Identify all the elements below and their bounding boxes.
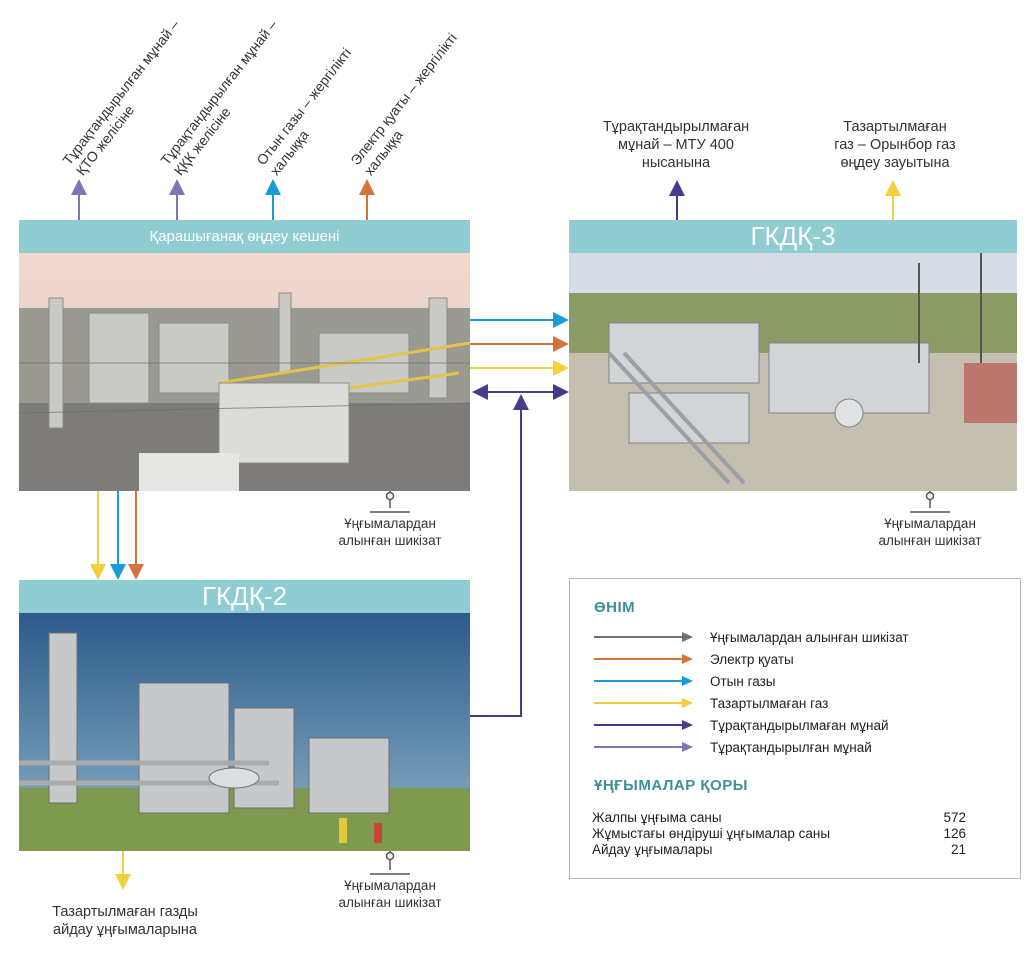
wells-title: ҰҢҒЫМАЛАР ҚОРЫ: [594, 777, 748, 794]
legend-arrow-icon: [594, 632, 693, 642]
legend-item: Отын газы: [594, 671, 775, 691]
legend-arrow-icon: [594, 698, 693, 708]
legend-item: Тазартылмаған газ: [594, 693, 828, 713]
kpc-output-label-electricity: Электр қуаты – жергілікті халыққа: [347, 29, 460, 179]
wells-row-value: 21: [950, 842, 966, 857]
ukpg3-title: ГКДҚ-3: [750, 221, 836, 251]
legend-title: ӨНІМ: [594, 599, 636, 616]
wells-row-injection: Айдау ұңғымалары 21: [592, 842, 966, 858]
ukpg2-title: ГКДҚ-2: [201, 581, 288, 611]
ukpg3-output-label-raw-gas: Тазартылмаған газ – Орынбор газ өңдеу за…: [834, 119, 956, 171]
kpc-title: Қарашығанақ өңдеу кешені: [149, 228, 340, 245]
legend-item: Тұрақтандырылмаған мұнай: [594, 715, 889, 735]
ukpg2-output-label: Тазартылмаған газды айдау ұңғымаларына: [52, 904, 198, 938]
legend-item-label: Отын газы: [710, 673, 776, 689]
kpc-photo: [19, 253, 470, 491]
ukpg2-photo: [19, 613, 470, 851]
legend-arrow-icon: [594, 742, 693, 752]
wells-row-total: Жалпы ұңғыма саны 572: [592, 810, 966, 826]
legend-item-label: Электр қуаты: [710, 651, 794, 667]
ukpg3-photo: [569, 253, 1017, 491]
ukpg2-header: ГКДҚ-2: [19, 580, 470, 613]
kpc-source-connector: [370, 491, 410, 513]
wells-row-value: 126: [943, 826, 966, 841]
legend-item-label: Тазартылмаған газ: [710, 695, 829, 711]
legend-item-label: Тұрақтандырылған мұнай: [710, 739, 872, 755]
legend-item-label: Тұрақтандырылмаған мұнай: [710, 717, 889, 733]
ukpg3-source-connector: [910, 491, 950, 513]
kpc-source-label: Ұңғымалардан алынған шикізат: [338, 516, 442, 548]
wells-row-label: Айдау ұңғымалары: [592, 842, 713, 857]
wells-row-label: Жұмыстағы өндіруші ұңғымалар саны: [592, 826, 831, 841]
legend-item: Тұрақтандырылған мұнай: [594, 737, 872, 757]
legend-arrow-icon: [594, 676, 693, 686]
legend-item: Ұңғымалардан алынған шикізат: [594, 627, 909, 647]
legend-arrow-icon: [594, 654, 693, 664]
ukpg2-source-connector: [370, 851, 410, 875]
legend-arrow-icon: [594, 720, 693, 730]
wells-row-label: Жалпы ұңғыма саны: [592, 810, 722, 825]
legend-item: Электр қуаты: [594, 649, 794, 669]
kpc-header: Қарашығанақ өңдеу кешені: [19, 220, 470, 253]
wells-row-value: 572: [943, 810, 966, 825]
ukpg2-unstable-oil-line: [470, 394, 529, 717]
ukpg3-header: ГКДҚ-3: [569, 220, 1017, 253]
wells-row-producing: Жұмыстағы өндіруші ұңғымалар саны 126: [592, 826, 966, 842]
ukpg3-source-label: Ұңғымалардан алынған шикізат: [878, 516, 982, 548]
legend-item-label: Ұңғымалардан алынған шикізат: [710, 629, 909, 645]
ukpg3-output-label-unstable-oil: Тұрақтандырылмаған мұнай – МТУ 400 нысан…: [602, 119, 750, 171]
ukpg2-source-label: Ұңғымалардан алынған шикізат: [338, 878, 442, 910]
